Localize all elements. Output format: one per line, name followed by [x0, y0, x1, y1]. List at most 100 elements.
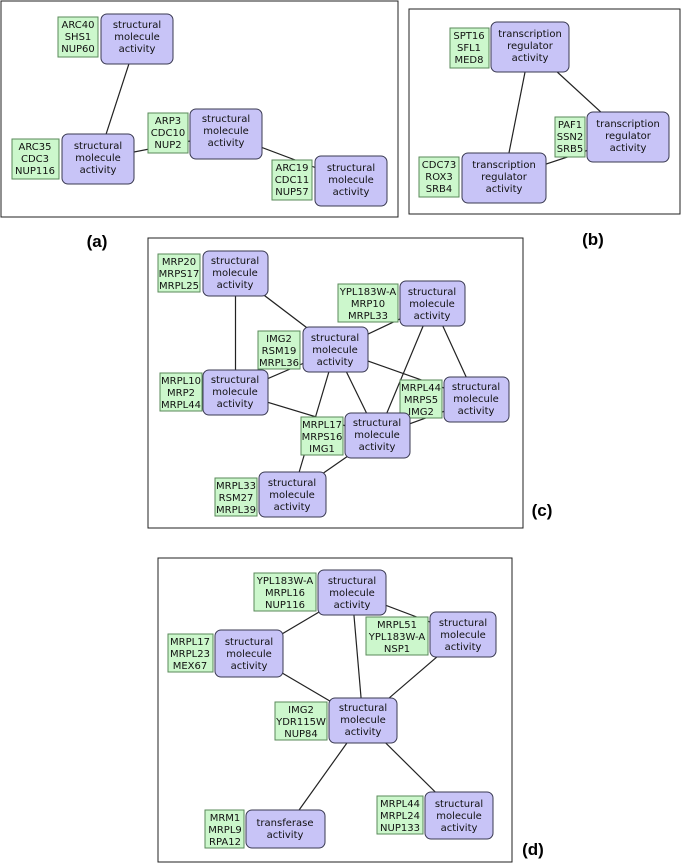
node-label-line: activity — [231, 661, 268, 672]
node-label-line: structural — [202, 114, 250, 125]
node-label-line: molecule — [269, 490, 315, 501]
gene-name: YPL183W-A — [339, 287, 397, 298]
node-label-line: activity — [441, 823, 478, 834]
gene-name: MRPS5 — [404, 395, 438, 406]
node-label-line: molecule — [212, 387, 258, 398]
node-label-line: activity — [458, 406, 495, 417]
gene-name: IMG1 — [309, 444, 335, 455]
node-label-line: transcription — [596, 119, 660, 130]
node-label-line: activity — [334, 600, 371, 611]
node-label-line: structural — [311, 333, 359, 344]
gene-name: ARC40 — [62, 20, 95, 31]
gene-label-box — [271, 159, 313, 201]
node-label-line: structural — [211, 375, 259, 386]
gene-name: CDC3 — [21, 154, 49, 165]
gene-name: MRPL9 — [208, 825, 242, 836]
node-label-line: structural — [74, 141, 122, 152]
gene-name: MRPL44 — [161, 400, 201, 411]
node-label-line: molecule — [329, 588, 375, 599]
gene-name: MRPL10 — [161, 376, 201, 387]
gene-name: MRPL24 — [380, 811, 420, 822]
node-label-line: molecule — [203, 126, 249, 137]
gene-name: MRPL39 — [216, 505, 256, 516]
gene-name: RPA12 — [209, 837, 241, 848]
node-label-line: structural — [452, 382, 500, 393]
gene-label-box — [554, 116, 586, 158]
gene-label-box — [157, 253, 201, 293]
node-label-line: activity — [208, 138, 245, 149]
gene-label-box — [449, 27, 490, 69]
gene-label-box — [11, 138, 60, 180]
gene-name: SRB5 — [557, 144, 584, 155]
node-label-line: activity — [317, 357, 354, 368]
gene-name: MRPL51 — [377, 620, 417, 631]
node-label-line: regulator — [507, 41, 554, 52]
gene-label-box — [365, 616, 429, 656]
gene-label-box — [418, 156, 460, 198]
gene-name: MRPL44 — [380, 799, 420, 810]
panel-label-d: (d) — [522, 840, 544, 859]
node-label-line: molecule — [440, 630, 486, 641]
node-label-line: activity — [512, 53, 549, 64]
node-label-line: structural — [327, 163, 375, 174]
gene-name: CDC11 — [275, 175, 309, 186]
gene-name: ARC35 — [19, 142, 52, 153]
gene-name: NUP60 — [61, 44, 95, 55]
gene-label-box — [376, 795, 424, 835]
gene-name: CDC73 — [422, 160, 456, 171]
gene-name: NUP116 — [15, 166, 55, 177]
gene-name: MRPL23 — [170, 649, 210, 660]
gene-label-box — [337, 283, 399, 323]
gene-name: MRP2 — [167, 388, 195, 399]
gene-label-box — [57, 16, 99, 58]
gene-label-box — [147, 112, 189, 154]
gene-name: SRB4 — [426, 184, 453, 195]
gene-label-box — [159, 372, 203, 412]
gene-name: SHS1 — [65, 32, 92, 43]
node-label-line: activity — [217, 399, 254, 410]
node-label-line: structural — [435, 799, 483, 810]
node-label-line: molecule — [312, 345, 358, 356]
gene-name: MRP10 — [351, 299, 385, 310]
gene-label-box — [300, 416, 344, 456]
gene-name: MRPL33 — [348, 311, 388, 322]
node-label-line: molecule — [340, 715, 386, 726]
node-label-line: structural — [439, 618, 487, 629]
gene-name: ROX3 — [425, 172, 452, 183]
gene-label-box — [214, 477, 258, 517]
gene-name: IMG2 — [288, 705, 314, 716]
gene-name: NUP133 — [380, 823, 420, 834]
